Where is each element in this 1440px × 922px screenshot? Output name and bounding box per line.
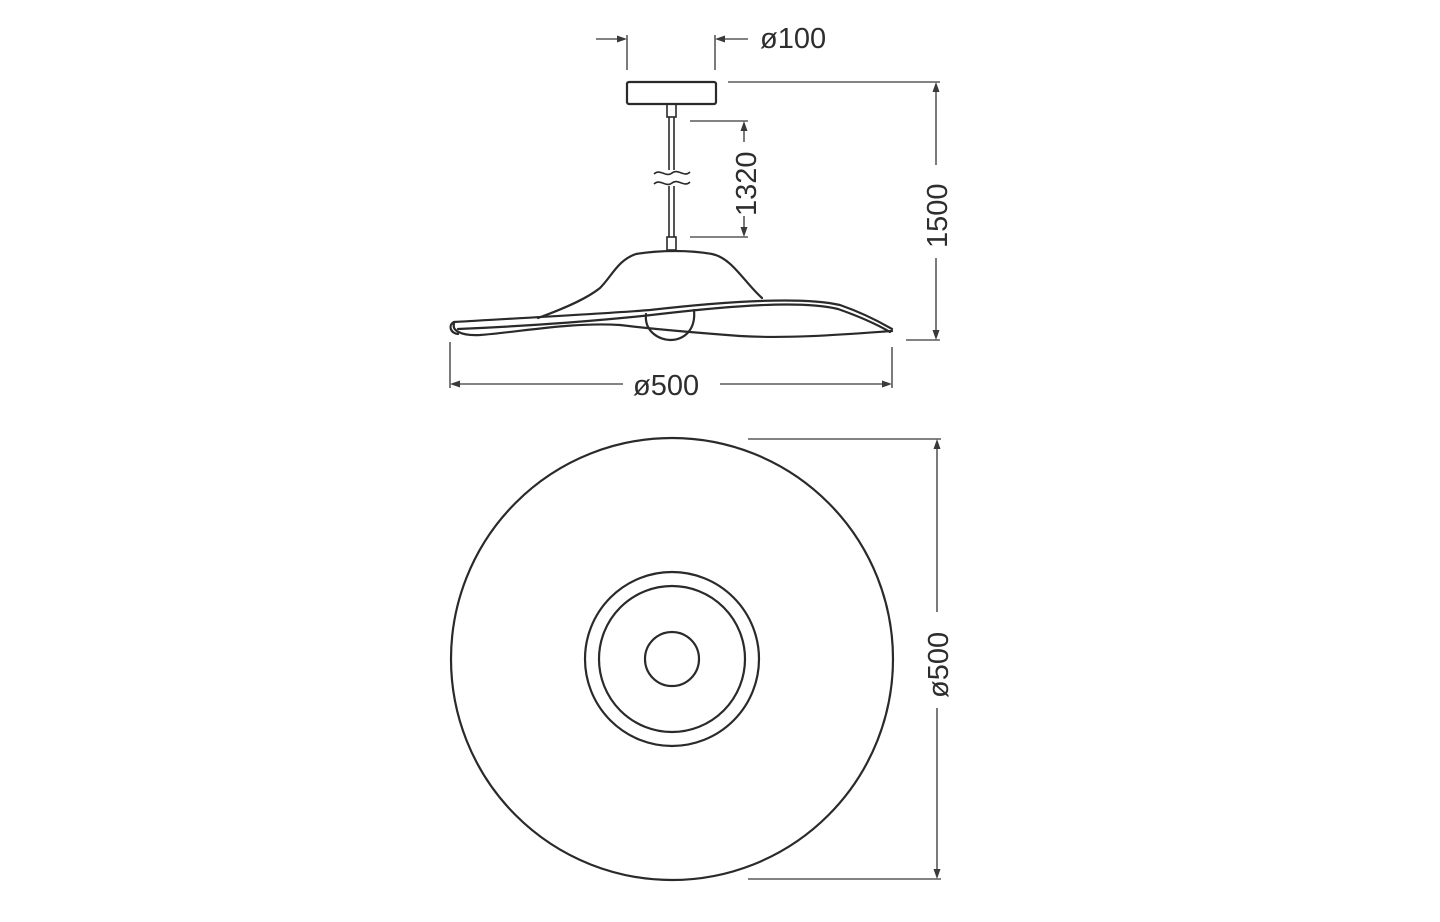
side-view: ø100 <box>449 23 954 402</box>
top-view-diameter-dimension: ø500 <box>748 438 955 880</box>
shade-width-label: ø500 <box>633 370 699 402</box>
canopy-diameter-dimension: ø100 <box>596 23 826 70</box>
total-height-dimension: 1500 <box>728 81 954 341</box>
shade-width-dimension: ø500 <box>449 342 893 402</box>
shade-outer-circle <box>449 436 895 882</box>
ring-outer <box>583 570 761 748</box>
top-view: ø500 <box>449 436 955 882</box>
ring-inner <box>597 584 747 734</box>
cable-length-label: 1320 <box>731 151 763 216</box>
top-view-diameter-label: ø500 <box>923 632 955 698</box>
cable-top-connector <box>666 103 677 118</box>
lamp-shade-side <box>449 249 894 342</box>
total-height-label: 1500 <box>922 183 954 248</box>
center-socket <box>643 630 701 688</box>
cable-length-dimension: 1320 <box>690 120 763 238</box>
ceiling-canopy <box>625 80 718 106</box>
cable-bottom-connector <box>666 236 677 251</box>
suspension-cable <box>653 117 691 237</box>
canopy-diameter-label: ø100 <box>760 23 826 55</box>
